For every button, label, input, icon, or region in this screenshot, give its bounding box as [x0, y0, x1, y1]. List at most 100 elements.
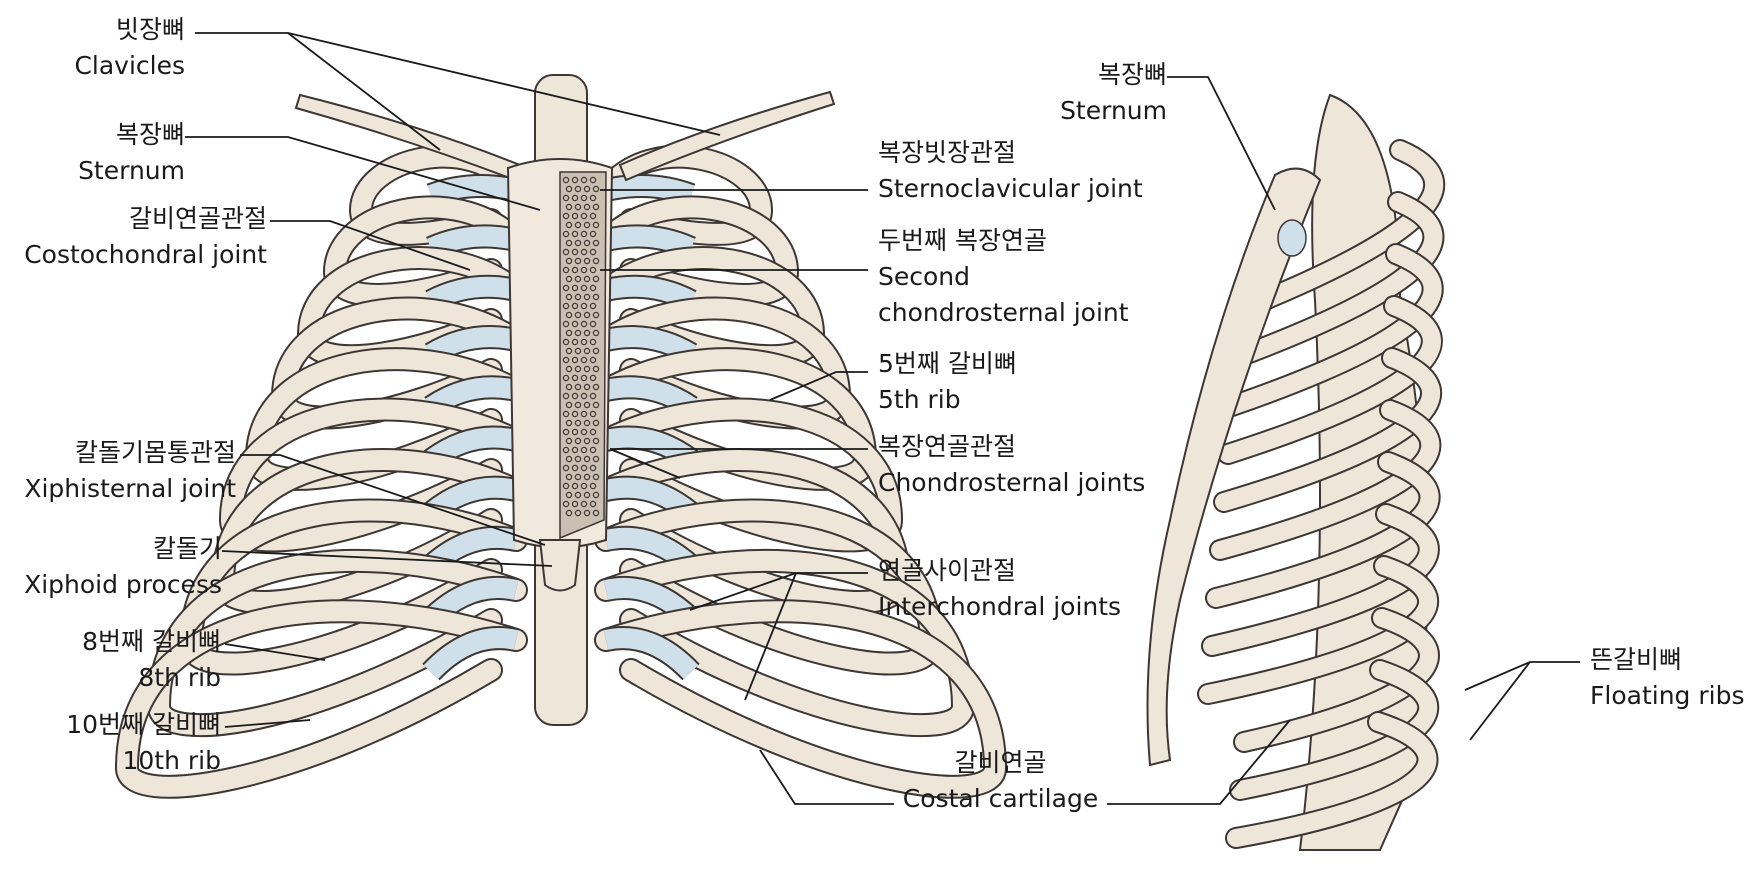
sternum-marrow-dot — [562, 212, 570, 220]
sternum-marrow-dot — [565, 185, 573, 193]
sternum-marrow-dot — [589, 464, 597, 472]
front-costal-cartilage — [603, 327, 697, 363]
sternum-marrow-dot — [565, 455, 573, 463]
sternum-marrow-dot — [574, 383, 582, 391]
sternum-marrow-dot — [583, 239, 591, 247]
sternum-marrow-dot — [565, 311, 573, 319]
sternum-marrow-dot — [592, 311, 600, 319]
sternum-marrow-dot — [580, 194, 588, 202]
label-costal-cartilage-en: Costal cartilage — [902, 784, 1099, 813]
front-rib — [116, 601, 526, 797]
sternum-marrow-dot — [571, 428, 579, 436]
label-rib5: 5번째 갈비뼈 5th rib — [878, 346, 1017, 418]
sternum-marrow-dot — [574, 257, 582, 265]
sternum-marrow-dot — [592, 257, 600, 265]
label-clavicles-en: Clavicles — [74, 51, 185, 80]
sternum-marrow-dot — [580, 320, 588, 328]
sternum-marrow-dot — [571, 212, 579, 220]
sternum-marrow-dot — [589, 248, 597, 256]
sternum-marrow-dot — [589, 266, 597, 274]
label-sternum-side-en: Sternum — [1060, 96, 1167, 125]
front-costal-cartilage — [426, 226, 519, 258]
sternum-marrow-dot — [580, 230, 588, 238]
label-rib10-ko: 10번째 갈비뼈 — [66, 710, 221, 739]
side-view — [1146, 93, 1446, 851]
sternum-marrow-dot — [571, 320, 579, 328]
sternum-marrow-dot — [571, 302, 579, 310]
sternum-marrow-dot — [574, 401, 582, 409]
sternum-marrow-dot — [562, 284, 570, 292]
sternum-marrow-dot — [565, 347, 573, 355]
leader-floating-b — [1469, 661, 1531, 741]
label-xiphisternal-en: Xiphisternal joint — [24, 474, 236, 503]
sternum-marrow-dot — [574, 509, 582, 517]
sternum-marrow-dot — [589, 374, 597, 382]
sternum-marrow-dot — [565, 257, 573, 265]
sternum-marrow-dot — [589, 410, 597, 418]
label-rib10: 10번째 갈비뼈 10th rib — [66, 707, 221, 779]
leader-rib10 — [224, 719, 311, 728]
sternum-marrow-dot — [565, 203, 573, 211]
label-clavicles: 빗장뼈 Clavicles — [74, 12, 185, 84]
sternum-marrow-dot — [565, 509, 573, 517]
sternum-marrow-dot — [583, 185, 591, 193]
sternum-marrow-dot — [583, 221, 591, 229]
front-costal-cartilage — [603, 377, 697, 416]
front-ribs — [114, 144, 1008, 799]
sternum-marrow-dot — [562, 410, 570, 418]
front-costal-cartilage — [425, 327, 519, 363]
sternum-marrow-dot — [589, 446, 597, 454]
label-sternum-side-ko: 복장뼈 — [1097, 60, 1167, 89]
sternum-marrow-dot — [574, 203, 582, 211]
sternum-marrow-dot — [571, 446, 579, 454]
sternum-marrow-dot — [562, 230, 570, 238]
sternum-marrow-dot — [592, 437, 600, 445]
sternum-marrow-dot — [592, 419, 600, 427]
sternum-marrow-dot — [562, 374, 570, 382]
label-rib8-en: 8th rib — [138, 663, 221, 692]
sternum-marrow-dot — [589, 302, 597, 310]
xiphoid-process-shape — [538, 539, 582, 592]
sternum-marrow-dot — [592, 329, 600, 337]
sternum-marrow-dot — [583, 365, 591, 373]
sternum-marrow-dot — [592, 365, 600, 373]
sternum-marrow-dot — [592, 455, 600, 463]
sternum-marrow-dot — [580, 464, 588, 472]
label-xiphoid-ko: 칼돌기 — [152, 534, 222, 563]
sternum-marrow-dot — [562, 302, 570, 310]
label-sternoclavicular: 복장빗장관절 Sternoclavicular joint — [878, 135, 1143, 207]
sternum-marrow-dot — [583, 437, 591, 445]
sternum-marrow-dot — [583, 419, 591, 427]
label-rib5-ko: 5번째 갈비뼈 — [878, 349, 1017, 378]
sternum-marrow-dot — [580, 428, 588, 436]
leader-costal-cartilage-left — [759, 749, 894, 805]
sternum-marrow-dot — [580, 284, 588, 292]
label-sternum-front-en: Sternum — [78, 156, 185, 185]
sternum-marrow-dot — [583, 329, 591, 337]
sternum-marrow-dot — [574, 347, 582, 355]
sternum-marrow-dot — [562, 500, 570, 508]
label-costochondral-ko: 갈비연골관절 — [128, 204, 267, 233]
sternum-marrow-dot — [583, 455, 591, 463]
sternum-marrow-dot — [565, 383, 573, 391]
sternum-marrow-dot — [580, 392, 588, 400]
label-sternoclavicular-en: Sternoclavicular joint — [878, 174, 1143, 203]
sternum-marrow-dot — [574, 437, 582, 445]
sternum-marrow-dot — [589, 284, 597, 292]
sternum-marrow-dot — [574, 275, 582, 283]
sternum-marrow-dot — [592, 203, 600, 211]
label-xiphisternal: 칼돌기몸통관절 Xiphisternal joint — [24, 435, 236, 507]
sternum-marrow-dot — [580, 338, 588, 346]
label-xiphoid: 칼돌기 Xiphoid process — [24, 531, 222, 603]
label-second-chondrosternal-en2: chondrosternal joint — [878, 298, 1129, 327]
label-clavicles-ko: 빗장뼈 — [115, 15, 185, 44]
sternum-marrow-dot — [589, 428, 597, 436]
front-costal-cartilage — [603, 276, 696, 310]
sternum-marrow-dot — [565, 419, 573, 427]
leader-rib5 — [769, 371, 868, 401]
label-floating-ribs-en: Floating ribs — [1590, 681, 1745, 710]
front-rib — [596, 601, 1006, 797]
sternum-marrow-dot — [592, 185, 600, 193]
leader-xiphisternal — [240, 454, 546, 546]
